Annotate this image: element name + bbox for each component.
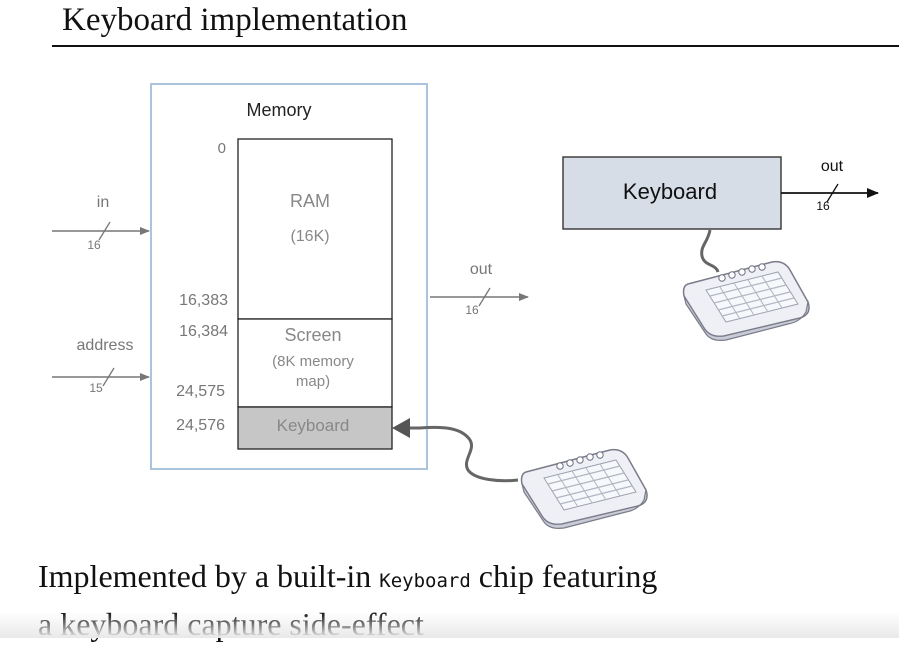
keyboard-out-slash (826, 183, 839, 203)
out-label: out (470, 261, 493, 278)
bottom-fade (0, 612, 899, 638)
caption-code: Keyboard (379, 570, 471, 592)
keyboard-chip (562, 156, 782, 230)
address-label: address (77, 337, 134, 354)
title-divider (52, 45, 899, 47)
screen-label: Screen (284, 325, 341, 345)
keyboard-diagram: Memory RAM (16K) Screen (8K memory map) … (52, 83, 879, 529)
address-bus-slash (102, 367, 115, 387)
memory-cable-arrow-icon (392, 418, 410, 438)
screen-region (237, 318, 393, 408)
ram-label: RAM (290, 191, 330, 211)
page-title: Keyboard implementation (62, 2, 408, 38)
keyboard-out-label: out (821, 158, 844, 175)
ram-region (237, 138, 393, 320)
in-label: in (97, 194, 109, 211)
keyboard-region-label: Keyboard (277, 416, 350, 435)
caption-line-1: Implemented by a built-in Keyboard chip … (38, 555, 657, 603)
memory-label: Memory (246, 100, 311, 120)
keyboard-out-width: 16 (816, 199, 830, 213)
address-24575: 24,575 (176, 383, 225, 400)
in-width: 16 (87, 238, 101, 252)
screen-desc-1: (8K memory (272, 353, 354, 370)
out-bus-slash (478, 287, 491, 307)
address-0: 0 (218, 140, 226, 157)
caption-line-1-before: Implemented by a built-in (38, 558, 380, 594)
keyboard-icon-2 (520, 448, 648, 529)
keyboard-icon (682, 260, 810, 341)
address-16383: 16,383 (179, 292, 228, 309)
ram-size: (16K) (290, 228, 329, 245)
address-24576: 24,576 (176, 417, 225, 434)
screen-desc-2: map) (296, 373, 330, 390)
address-16384: 16,384 (179, 323, 228, 340)
out-width: 16 (465, 303, 479, 317)
in-bus-slash (98, 221, 111, 241)
keyboard-region (237, 406, 393, 450)
memory-cable-icon (404, 425, 519, 483)
keyboard-chip-label: Keyboard (623, 179, 717, 204)
caption-line-1-after: chip featuring (470, 558, 658, 594)
address-width: 15 (89, 381, 103, 395)
cable-icon (700, 229, 720, 273)
